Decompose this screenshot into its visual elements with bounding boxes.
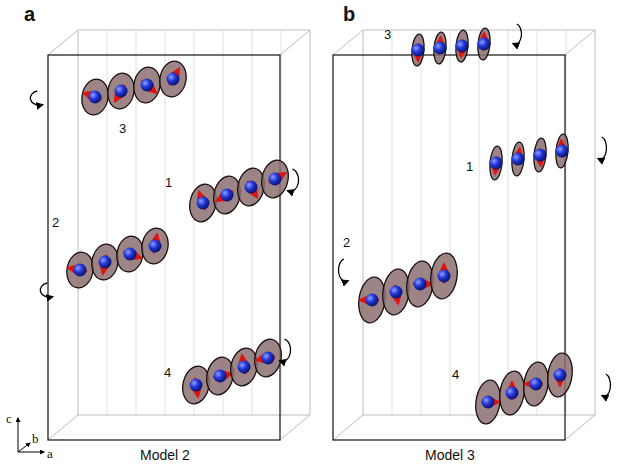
rotation-arrow xyxy=(30,91,42,105)
axis-triad xyxy=(18,418,44,452)
callout-number: 3 xyxy=(119,122,126,135)
rotation-arrow xyxy=(338,259,347,281)
rotation-arrow xyxy=(40,283,52,297)
panel-letter: b xyxy=(343,4,355,24)
callout-number: 2 xyxy=(343,236,350,249)
spin-chain xyxy=(186,158,291,225)
spin-chain xyxy=(79,59,189,117)
callout-number: 2 xyxy=(52,216,59,229)
callout-number: 1 xyxy=(165,176,172,189)
spin-chain xyxy=(411,28,492,67)
rotation-arrow xyxy=(599,137,607,159)
rotation-arrow xyxy=(603,374,611,396)
unit-cell-box xyxy=(333,30,595,440)
rotation-arrow xyxy=(280,339,290,361)
rotation-arrow xyxy=(288,169,298,191)
model-caption: Model 2 xyxy=(140,448,190,462)
callout-number: 4 xyxy=(452,368,459,381)
spin-chain xyxy=(179,337,284,407)
callout-number: 1 xyxy=(466,160,473,173)
callout-number: 3 xyxy=(384,28,391,41)
spin-chain xyxy=(473,352,575,426)
panel-letter: a xyxy=(24,4,35,24)
model-caption: Model 3 xyxy=(425,448,475,462)
axis-label: b xyxy=(32,432,39,445)
axis-label: c xyxy=(6,412,12,425)
spin-chain xyxy=(489,134,570,181)
axis-label: a xyxy=(47,447,53,460)
spin-chain xyxy=(356,251,460,324)
unit-cell-box xyxy=(48,30,310,440)
rotation-arrow xyxy=(514,24,522,44)
callout-number: 4 xyxy=(164,366,171,379)
spin-chain xyxy=(64,226,171,290)
